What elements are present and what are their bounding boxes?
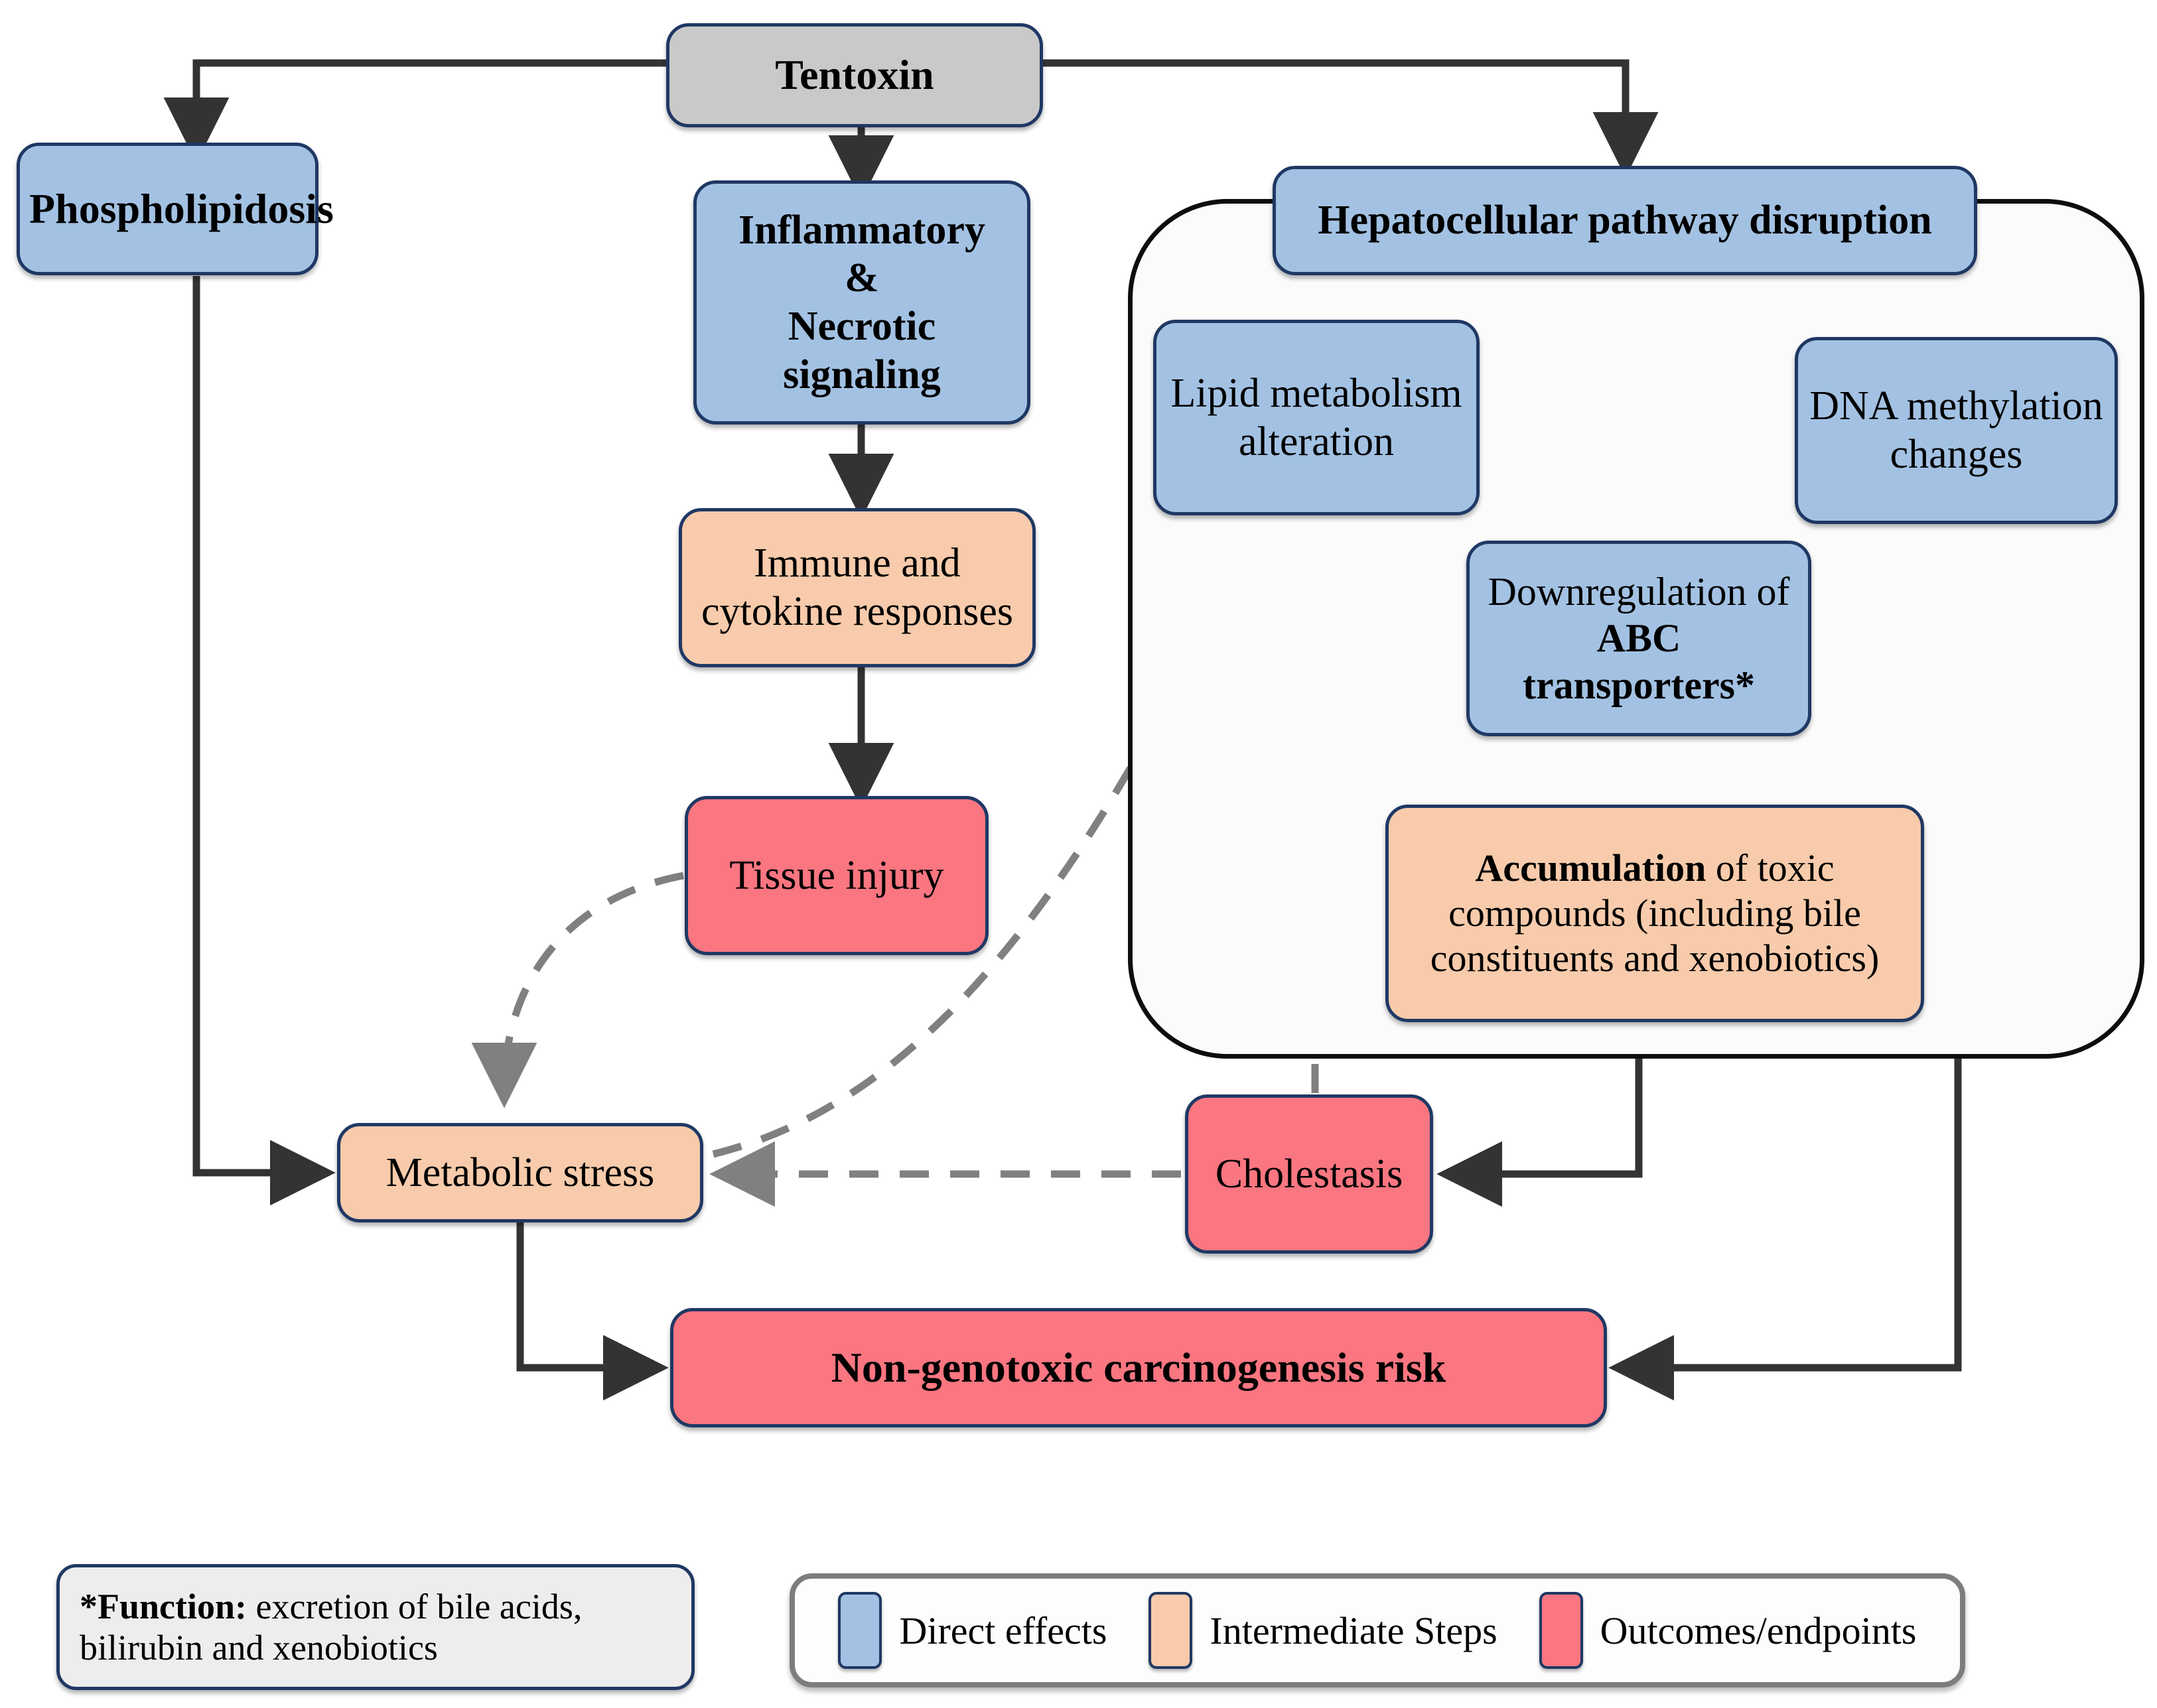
node-tissue-injury[interactable]: Tissue injury bbox=[685, 796, 989, 955]
legend-item-intermediate-steps: Intermediate Steps bbox=[1148, 1592, 1497, 1669]
node-non-genotoxic-carcinogenesis-risk-label: Non-genotoxic carcinogenesis risk bbox=[831, 1343, 1446, 1391]
node-immune-cytokine-responses-label: Immune and cytokine responses bbox=[701, 541, 1014, 634]
node-tentoxin[interactable]: Tentoxin bbox=[666, 23, 1043, 127]
accumulation-bold: Accumulation bbox=[1475, 846, 1706, 890]
node-lipid-metabolism-alteration[interactable]: Lipid metabolism alteration bbox=[1153, 320, 1480, 515]
node-cholestasis-label: Cholestasis bbox=[1215, 1151, 1403, 1197]
node-abc-transporter-downregulation[interactable]: Downregulation of ABC transporters* bbox=[1466, 541, 1811, 736]
node-inflammatory-necrotic-signaling[interactable]: Inflammatory & Necrotic signaling bbox=[693, 180, 1030, 425]
footnote-marker: *Function: bbox=[80, 1587, 247, 1626]
footnote-text: *Function: excretion of bile acids, bili… bbox=[80, 1586, 671, 1668]
footnote-box: *Function: excretion of bile acids, bili… bbox=[56, 1564, 695, 1690]
node-metabolic-stress[interactable]: Metabolic stress bbox=[337, 1123, 703, 1222]
legend-item-direct-effects: Direct effects bbox=[838, 1592, 1107, 1669]
node-lipid-metabolism-alteration-label: Lipid metabolism alteration bbox=[1170, 370, 1462, 464]
inflammatory-line-2: & bbox=[845, 255, 879, 301]
node-inflammatory-necrotic-signaling-label: Inflammatory & Necrotic signaling bbox=[706, 206, 1018, 399]
legend-label-outcomes-endpoints: Outcomes/endpoints bbox=[1600, 1609, 1917, 1652]
node-immune-cytokine-responses[interactable]: Immune and cytokine responses bbox=[679, 508, 1036, 667]
legend-swatch-red bbox=[1539, 1592, 1583, 1669]
legend-label-direct-effects: Direct effects bbox=[899, 1609, 1107, 1652]
node-tentoxin-label: Tentoxin bbox=[775, 51, 934, 99]
legend-box: Direct effects Intermediate Steps Outcom… bbox=[790, 1573, 1965, 1687]
inflammatory-line-4: signaling bbox=[783, 352, 941, 397]
footnote-body: excretion of bile acids, bilirubin and x… bbox=[80, 1587, 583, 1668]
abc-prefix: Downregulation of bbox=[1488, 570, 1790, 614]
node-toxic-compound-accumulation[interactable]: Accumulation of toxic compounds (includi… bbox=[1385, 805, 1924, 1022]
legend-swatch-orange bbox=[1148, 1592, 1193, 1669]
inflammatory-line-3: Necrotic bbox=[788, 304, 936, 349]
node-phospholipidosis[interactable]: Phospholipidosis bbox=[17, 143, 334, 275]
abc-bold: ABC transporters* bbox=[1523, 616, 1755, 707]
node-toxic-compound-accumulation-label: Accumulation of toxic compounds (includi… bbox=[1398, 846, 1912, 981]
node-non-genotoxic-carcinogenesis-risk[interactable]: Non-genotoxic carcinogenesis risk bbox=[670, 1308, 1607, 1427]
node-tissue-injury-label: Tissue injury bbox=[729, 852, 944, 898]
node-dna-methylation-changes[interactable]: DNA methylation changes bbox=[1795, 337, 2118, 524]
inflammatory-line-1: Inflammatory bbox=[738, 207, 985, 253]
legend-item-outcomes-endpoints: Outcomes/endpoints bbox=[1539, 1592, 1917, 1669]
node-metabolic-stress-label: Metabolic stress bbox=[385, 1150, 655, 1195]
legend-label-intermediate-steps: Intermediate Steps bbox=[1210, 1609, 1497, 1652]
node-cholestasis[interactable]: Cholestasis bbox=[1185, 1094, 1433, 1254]
node-abc-transporter-downregulation-label: Downregulation of ABC transporters* bbox=[1479, 568, 1799, 708]
node-hepatocellular-pathway-disruption[interactable]: Hepatocellular pathway disruption bbox=[1273, 166, 1977, 275]
legend-swatch-blue bbox=[838, 1592, 882, 1669]
node-phospholipidosis-label: Phospholipidosis bbox=[29, 184, 334, 232]
node-dna-methylation-changes-label: DNA methylation changes bbox=[1809, 383, 2103, 477]
node-hepatocellular-pathway-disruption-label: Hepatocellular pathway disruption bbox=[1318, 198, 1932, 243]
